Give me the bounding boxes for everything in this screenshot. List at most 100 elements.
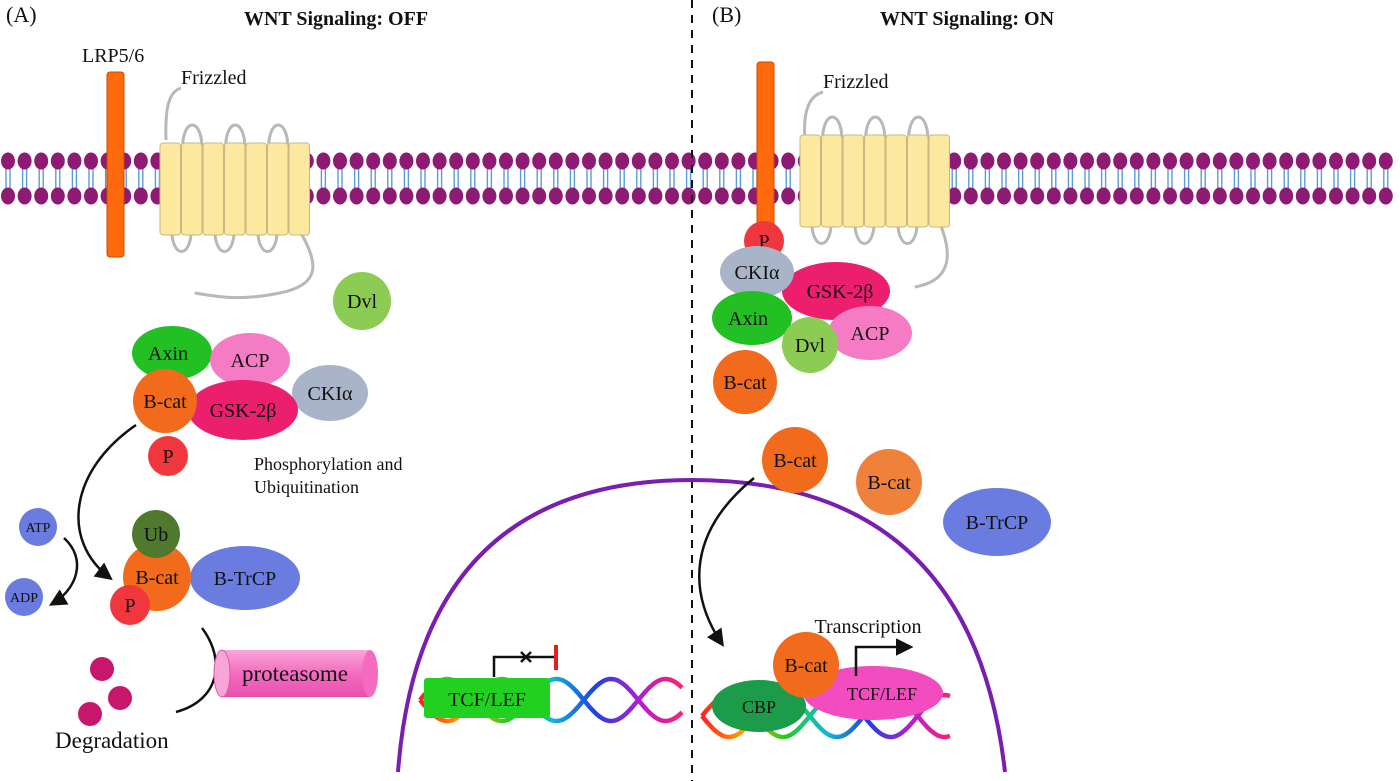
lipid-head <box>1129 187 1144 205</box>
lipid-head <box>1229 152 1244 170</box>
lipid-head <box>382 187 397 205</box>
lipid-head <box>133 187 148 205</box>
panel-a-letter: (A) <box>6 2 37 27</box>
process-label-line2: Ubiquitination <box>254 477 359 497</box>
lipid-head <box>947 187 962 205</box>
lipid-head <box>1246 152 1260 170</box>
tcf-lef-a-label: TCF/LEF <box>448 689 526 711</box>
axin-a <box>132 326 212 380</box>
lipid-head <box>366 152 381 170</box>
lipid-head <box>17 187 32 205</box>
gsk-b-label: GSK-2β <box>807 281 874 303</box>
lipid-head <box>515 152 530 170</box>
lipid-head <box>1013 152 1028 170</box>
lipid-head <box>1063 187 1078 205</box>
lipid-head <box>1179 152 1194 170</box>
lrp-label: LRP5/6 <box>82 45 144 67</box>
lipid-head <box>963 187 978 205</box>
frizzled-helix <box>181 142 203 236</box>
acp-a-label: ACP <box>231 350 270 372</box>
lipid-head <box>349 187 364 205</box>
axin-b <box>712 291 792 345</box>
lipid-head <box>399 187 414 205</box>
lipid-head <box>1262 152 1277 170</box>
lipid-head <box>382 152 397 170</box>
lipid-head <box>366 187 381 205</box>
phospho-a2 <box>110 585 150 625</box>
frizzled-helix <box>864 134 886 228</box>
frizzled-helix <box>821 134 843 228</box>
lipid-head <box>416 187 430 205</box>
lipid-head <box>465 152 480 170</box>
frizzled-helix <box>224 142 246 236</box>
degradation-fragment <box>90 657 114 681</box>
phospho-a2-label: P <box>124 595 135 617</box>
lipid-head <box>1196 152 1211 170</box>
bcat-b4-label: B-cat <box>784 655 828 677</box>
lipid-head <box>1096 187 1111 205</box>
acp-b <box>828 306 912 360</box>
lipid-head <box>698 187 713 205</box>
lipid-head <box>665 152 679 170</box>
nuclear-translocation-arrow <box>698 477 755 647</box>
transcription-label: Transcription <box>814 616 921 638</box>
lipid-head <box>548 152 563 170</box>
lipid-head <box>1030 152 1045 170</box>
lipid-head <box>781 187 796 205</box>
lipid-head <box>781 152 796 170</box>
lipid-head <box>1246 187 1260 205</box>
bcat-ub-a-label: B-cat <box>135 567 179 589</box>
lipid-head <box>698 152 713 170</box>
lipid-head <box>615 152 630 170</box>
lipid-head <box>84 152 98 170</box>
bcat-b4 <box>773 632 839 698</box>
lipid-head <box>499 152 513 170</box>
frizzled-helix <box>907 134 929 228</box>
lipid-head <box>532 152 547 170</box>
lipid-head <box>416 152 430 170</box>
degradation-fragment <box>78 702 102 726</box>
bcat-b2-label: B-cat <box>773 450 817 472</box>
lipid-head <box>615 187 630 205</box>
lipid-head <box>67 187 82 205</box>
lipid-head <box>1113 187 1128 205</box>
lipid-head <box>1378 152 1393 170</box>
lipid-head <box>432 187 447 205</box>
bcat-b3-label: B-cat <box>867 472 911 494</box>
panel-a-title: WNT Signaling: OFF <box>244 8 428 30</box>
panel-b-title: WNT Signaling: ON <box>880 8 1055 30</box>
lrp-receptor <box>106 71 125 258</box>
lipid-head <box>1030 187 1045 205</box>
lipid-head <box>648 187 663 205</box>
lipid-head <box>67 152 82 170</box>
cbp-label: CBP <box>742 697 776 717</box>
axin-a-label: Axin <box>148 343 188 365</box>
frizzled-helix <box>202 142 224 236</box>
lipid-head <box>631 187 646 205</box>
lipid-head <box>1146 187 1161 205</box>
ckia-b-label: CKIα <box>735 262 780 284</box>
axin-b-label: Axin <box>728 308 768 330</box>
frizzled-receptor-b <box>799 115 950 289</box>
lipid-head <box>582 187 596 205</box>
btrcp-b <box>943 488 1051 556</box>
gsk-b <box>782 262 890 320</box>
btrcp-a-label: B-TrCP <box>214 568 277 590</box>
panel-b-letter: (B) <box>712 2 741 27</box>
lipid-head <box>997 152 1011 170</box>
phospho-a <box>148 436 188 476</box>
lipid-head <box>598 187 613 205</box>
lipid-head <box>681 152 696 170</box>
cbp <box>712 680 806 732</box>
phosphorylation-arrow <box>77 423 137 581</box>
frizzled-helix <box>799 134 821 228</box>
bcat-b3 <box>856 449 922 515</box>
dvl-b-label: Dvl <box>795 335 825 357</box>
lipid-head <box>1063 152 1078 170</box>
bcat-b1 <box>713 350 777 414</box>
phospho-b-label: P <box>758 231 769 253</box>
lipid-head <box>582 152 596 170</box>
lipid-head <box>665 187 679 205</box>
lipid-head <box>316 187 331 205</box>
